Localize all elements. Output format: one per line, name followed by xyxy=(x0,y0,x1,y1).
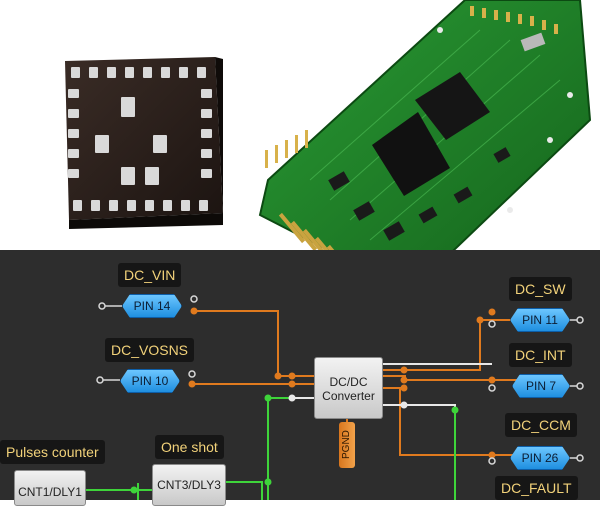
net-label-dc-sw: DC_SW xyxy=(509,277,572,301)
net-label-dc-vosns: DC_VOSNS xyxy=(105,338,195,362)
net-label-dc-fault: DC_FAULT xyxy=(495,476,578,500)
pin-26[interactable]: PIN 26 xyxy=(510,446,570,470)
net-label-dc-int: DC_INT xyxy=(509,343,572,367)
block-label-pulses-counter: Pulses counter xyxy=(0,440,105,464)
chip-package-image xyxy=(65,57,223,229)
net-label-dc-ccm: DC_CCM xyxy=(505,413,577,437)
pin-7[interactable]: PIN 7 xyxy=(512,374,570,398)
cnt3-dly3-block[interactable]: CNT3/DLY3 xyxy=(152,464,226,506)
dcdc-converter-block[interactable]: DC/DC Converter xyxy=(314,357,383,419)
product-photos xyxy=(0,0,600,294)
development-board-image xyxy=(258,0,592,294)
cnt3-label: CNT3/DLY3 xyxy=(157,478,221,492)
cnt1-label: CNT1/DLY1 xyxy=(18,485,82,499)
schematic-panel: DC_VIN DC_VOSNS DC_SW DC_INT DC_CCM DC_F… xyxy=(0,250,600,506)
cnt1-dly1-block[interactable]: CNT1/DLY1 xyxy=(14,470,86,506)
dcdc-label-line2: Converter xyxy=(322,389,375,403)
block-label-one-shot: One shot xyxy=(155,435,224,459)
pin-11[interactable]: PIN 11 xyxy=(510,308,570,332)
net-label-dc-vin: DC_VIN xyxy=(118,263,182,287)
schematic-wires xyxy=(86,295,584,500)
dcdc-label-line1: DC/DC xyxy=(329,375,368,389)
pgnd-block[interactable]: PGND xyxy=(339,422,355,468)
pin-10[interactable]: PIN 10 xyxy=(120,369,180,393)
pin-14[interactable]: PIN 14 xyxy=(122,294,182,318)
